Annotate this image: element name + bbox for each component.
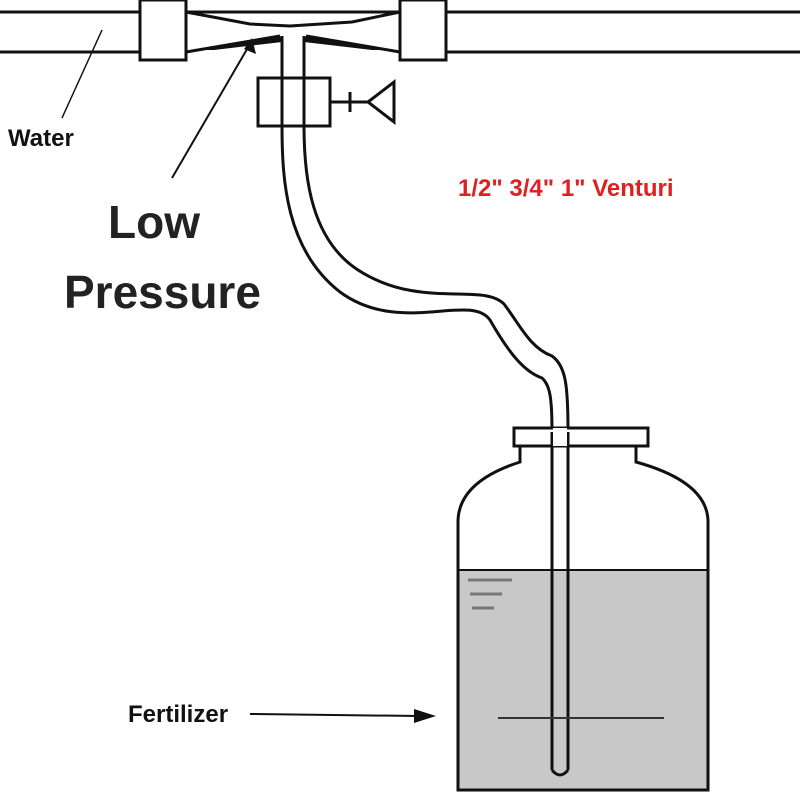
liquid-ripples <box>468 578 512 610</box>
low-pressure-label-line1: Low <box>108 196 200 248</box>
throat-constriction-right <box>304 36 390 50</box>
venturi-sizes-label: 1/2" 3/4" 1" Venturi <box>458 175 674 202</box>
low-pressure-label-line2: Pressure <box>64 266 261 318</box>
control-valve-body <box>256 76 332 128</box>
throat-constriction-left <box>196 36 282 50</box>
fertilizer-liquid <box>458 570 708 790</box>
suction-tee <box>280 36 306 78</box>
venturi-throat <box>185 10 401 54</box>
suction-hose <box>280 125 570 433</box>
water-pipe <box>0 10 800 54</box>
fertilizer-arrow-line <box>249 713 419 717</box>
valve-bore <box>280 78 306 126</box>
right-coupling <box>398 0 448 62</box>
fertilizer-bottle <box>456 446 710 792</box>
left-coupling <box>138 0 188 62</box>
low-pressure-arrow-line <box>171 43 251 179</box>
bottle-cap <box>512 426 650 448</box>
dip-tube <box>550 432 570 770</box>
low-pressure-arrowhead <box>244 38 256 54</box>
valve-handle <box>330 78 396 126</box>
water-leader-line <box>61 29 103 119</box>
water-label: Water <box>8 125 74 152</box>
fertilizer-arrowhead <box>414 709 436 723</box>
fertilizer-label: Fertilizer <box>128 701 228 728</box>
